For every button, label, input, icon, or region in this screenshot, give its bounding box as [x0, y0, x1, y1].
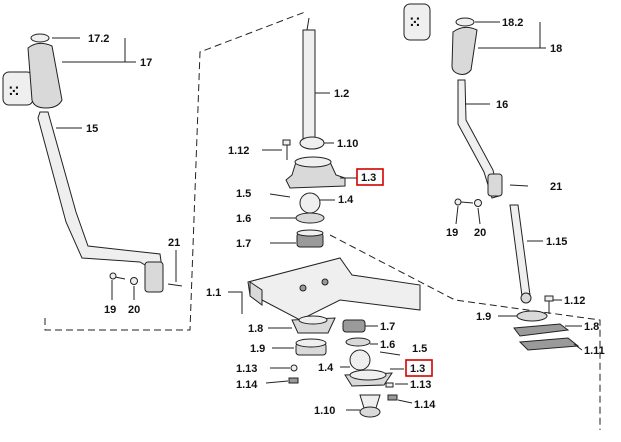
- label-1-1: 1.1: [206, 287, 221, 299]
- boot-1-10-top: [299, 136, 325, 150]
- label-21-left: 21: [168, 237, 180, 249]
- gear-lever-left: [37, 111, 164, 293]
- label-1-10-top: 1.10: [337, 138, 358, 150]
- label-1-7-lower: 1.7: [380, 321, 395, 333]
- bolt-1-12-top: [282, 139, 291, 160]
- housing-1-3-lower: [344, 369, 393, 387]
- label-15: 15: [86, 123, 98, 135]
- label-17: 17: [140, 57, 152, 69]
- label-1-9-lower: 1.9: [250, 343, 265, 355]
- label-1-11: 1.11: [584, 345, 605, 357]
- label-1-7-top: 1.7: [236, 238, 251, 250]
- housing-1-3-top: [285, 156, 346, 189]
- label-1-8-right: 1.8: [584, 321, 599, 333]
- label-1-2: 1.2: [334, 88, 349, 100]
- label-1-5-lower: 1.5: [412, 343, 427, 355]
- label-1-10-lower: 1.10: [314, 405, 335, 417]
- label-20-right: 20: [474, 227, 486, 239]
- ring-1-9-right: [516, 310, 548, 322]
- pin-21-left: [167, 283, 183, 287]
- label-1-5-top: 1.5: [236, 188, 251, 200]
- label-1-3-top: 1.3: [361, 172, 376, 184]
- label-1-13-right: 1.13: [410, 379, 431, 391]
- bracket-1-1: [247, 257, 421, 321]
- label-18: 18: [550, 43, 562, 55]
- assembly-outline-left: [44, 11, 306, 331]
- label-1-9-right: 1.9: [476, 311, 491, 323]
- assembly-outline-right: [329, 234, 601, 430]
- housing-1-8-lower: [291, 315, 336, 334]
- nut-1-14-left: [288, 377, 299, 384]
- shift-rod-1-15: [509, 204, 532, 304]
- ring-1-6-top: [295, 212, 325, 224]
- bolt-1-12-right: [544, 295, 554, 314]
- shift-knob-left: ⁙: [2, 33, 63, 109]
- bolt-19-right: [454, 198, 474, 206]
- washer-20-right: [474, 199, 482, 207]
- bolt-19-left: [109, 272, 126, 280]
- highlight-1-3-lower: [405, 359, 433, 377]
- plate-1-11-right: [518, 337, 580, 351]
- label-1-12-right: 1.12: [564, 295, 585, 307]
- ball-1-4-top: [299, 192, 321, 214]
- label-1-15: 1.15: [546, 236, 567, 248]
- spring-1-7-top: [296, 229, 324, 248]
- label-1-6-lower: 1.6: [380, 339, 395, 351]
- svg-text:⁙: ⁙: [409, 14, 421, 30]
- label-19-left: 19: [104, 304, 116, 316]
- label-16: 16: [496, 99, 508, 111]
- label-18-2: 18.2: [502, 17, 523, 29]
- label-1-8-lower: 1.8: [248, 323, 263, 335]
- nut-1-13-right: [385, 382, 394, 388]
- pin-1-5-lower: [379, 351, 401, 356]
- boot-1-10-lower: [359, 394, 381, 418]
- nut-1-13-left: [290, 364, 298, 372]
- label-1-4-top: 1.4: [338, 194, 354, 206]
- pin-1-5-top: [269, 193, 291, 198]
- label-21-right: 21: [550, 181, 562, 193]
- ring-1-9-lower: [295, 338, 327, 356]
- shift-knob-right: ⁙: [403, 3, 478, 75]
- label-19-right: 19: [446, 227, 458, 239]
- washer-20-left: [130, 277, 138, 285]
- label-1-12-top: 1.12: [228, 145, 249, 157]
- label-1-6-top: 1.6: [236, 213, 251, 225]
- ring-1-6-lower: [345, 337, 371, 347]
- label-1-13-left: 1.13: [236, 363, 257, 375]
- label-20-left: 20: [128, 304, 140, 316]
- svg-text:⁙: ⁙: [8, 83, 20, 99]
- shift-rod-1-2: [302, 17, 316, 141]
- label-1-3-lower: 1.3: [410, 363, 425, 375]
- ball-1-4-lower: [349, 349, 371, 371]
- pin-21-right: [509, 184, 529, 187]
- spring-1-7-lower: [342, 319, 366, 333]
- label-1-14-right: 1.14: [414, 399, 436, 411]
- label-17-2-left: 17.2: [88, 33, 109, 45]
- gear-lever-right: [457, 79, 503, 199]
- plate-1-8-right: [513, 323, 570, 337]
- label-1-4-lower: 1.4: [318, 362, 334, 374]
- highlight-1-3-top: [356, 168, 384, 186]
- nut-1-14-right: [387, 394, 398, 401]
- label-1-14-left: 1.14: [236, 379, 258, 391]
